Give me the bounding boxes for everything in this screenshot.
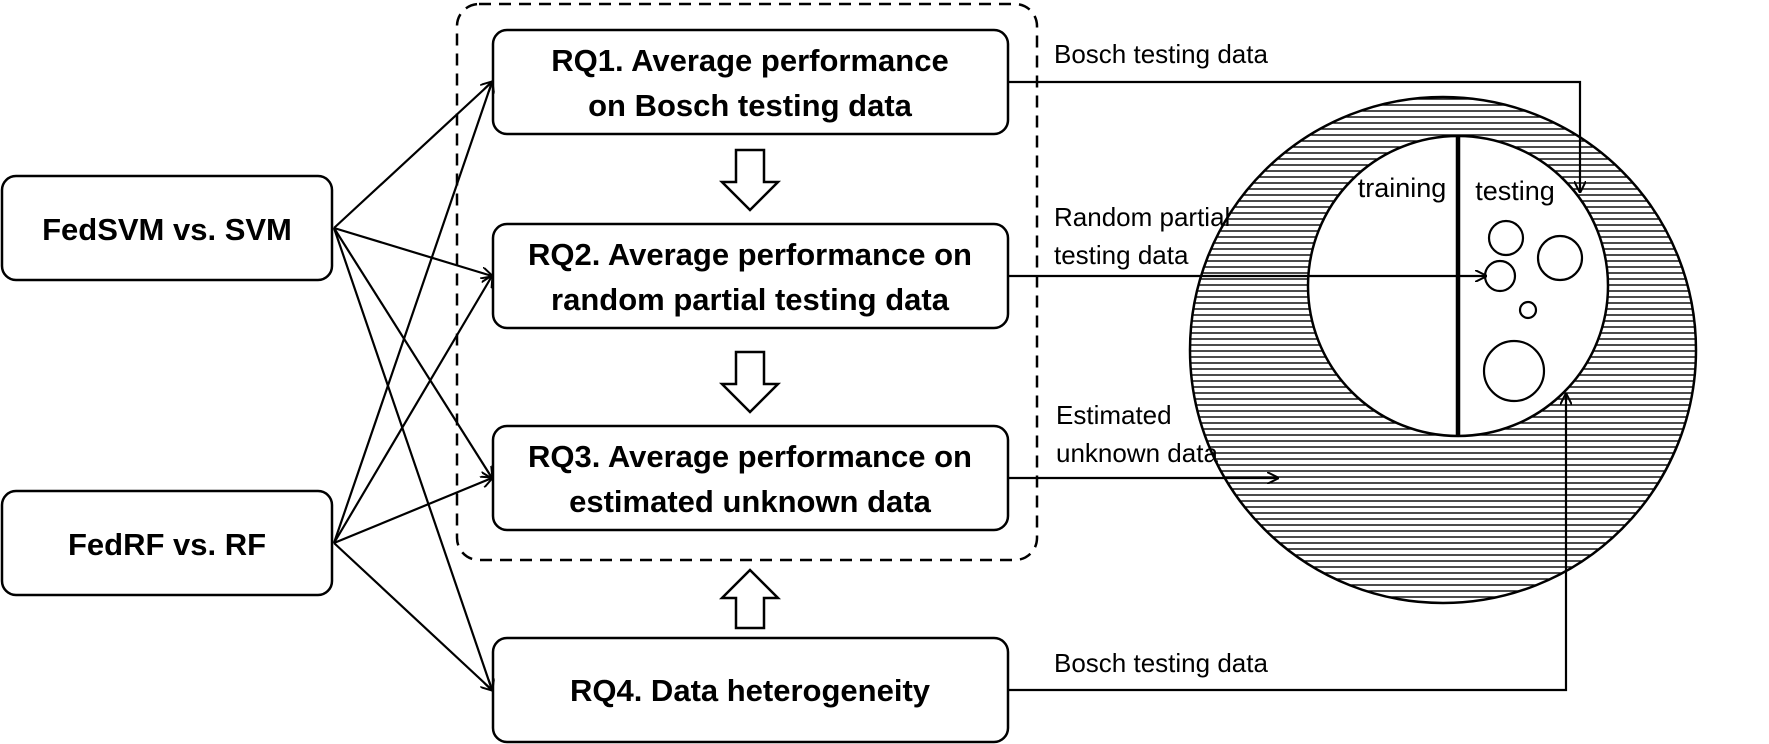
rq1-connector-arrow (1009, 80, 1580, 192)
training-label: training (1358, 173, 1447, 203)
method-box-fedrf: FedRF vs. RF (0, 489, 334, 597)
hollow-up-arrow-icon (718, 568, 782, 630)
connector-label: Bosch testing data (1054, 39, 1268, 69)
rq2-line1: RQ2. Average performance on (528, 237, 972, 272)
rq2-line2: random partial testing data (551, 282, 950, 317)
hollow-down-arrow-icon (718, 350, 782, 414)
connector-label: unknown data (1056, 438, 1218, 468)
sample-circles (1482, 219, 1584, 403)
testing-label: testing (1475, 176, 1555, 206)
rq-group-dashed-frame (455, 2, 1039, 562)
method-label: FedSVM vs. SVM (42, 212, 292, 247)
rq1-line1: RQ1. Average performance (551, 43, 948, 78)
rq4-box: RQ4. Data heterogeneity (491, 636, 1010, 744)
connector-label: Random partial (1054, 202, 1230, 232)
method-rq-arrows (332, 82, 492, 690)
method-box-fedsvm: FedSVM vs. SVM (0, 174, 334, 282)
hollow-down-arrow-icon (718, 148, 782, 212)
connector-label: Estimated (1056, 400, 1172, 430)
rq4-connector-arrow (1009, 394, 1566, 692)
rq3-line1: RQ3. Average performance on (528, 439, 972, 474)
rq2-box: RQ2. Average performance on random parti… (491, 222, 1010, 330)
connector-label: testing data (1054, 240, 1189, 270)
method-label: FedRF vs. RF (68, 527, 266, 562)
rq3-box: RQ3. Average performance on estimated un… (491, 424, 1010, 532)
dataset-circle: training testing (1188, 95, 1698, 605)
rq1-box: RQ1. Average performance on Bosch testin… (491, 28, 1010, 136)
connector-label: Bosch testing data (1054, 648, 1268, 678)
rq4-line1: RQ4. Data heterogeneity (570, 673, 931, 708)
rq1-line2: on Bosch testing data (588, 88, 913, 123)
rq3-line2: estimated unknown data (569, 484, 931, 519)
